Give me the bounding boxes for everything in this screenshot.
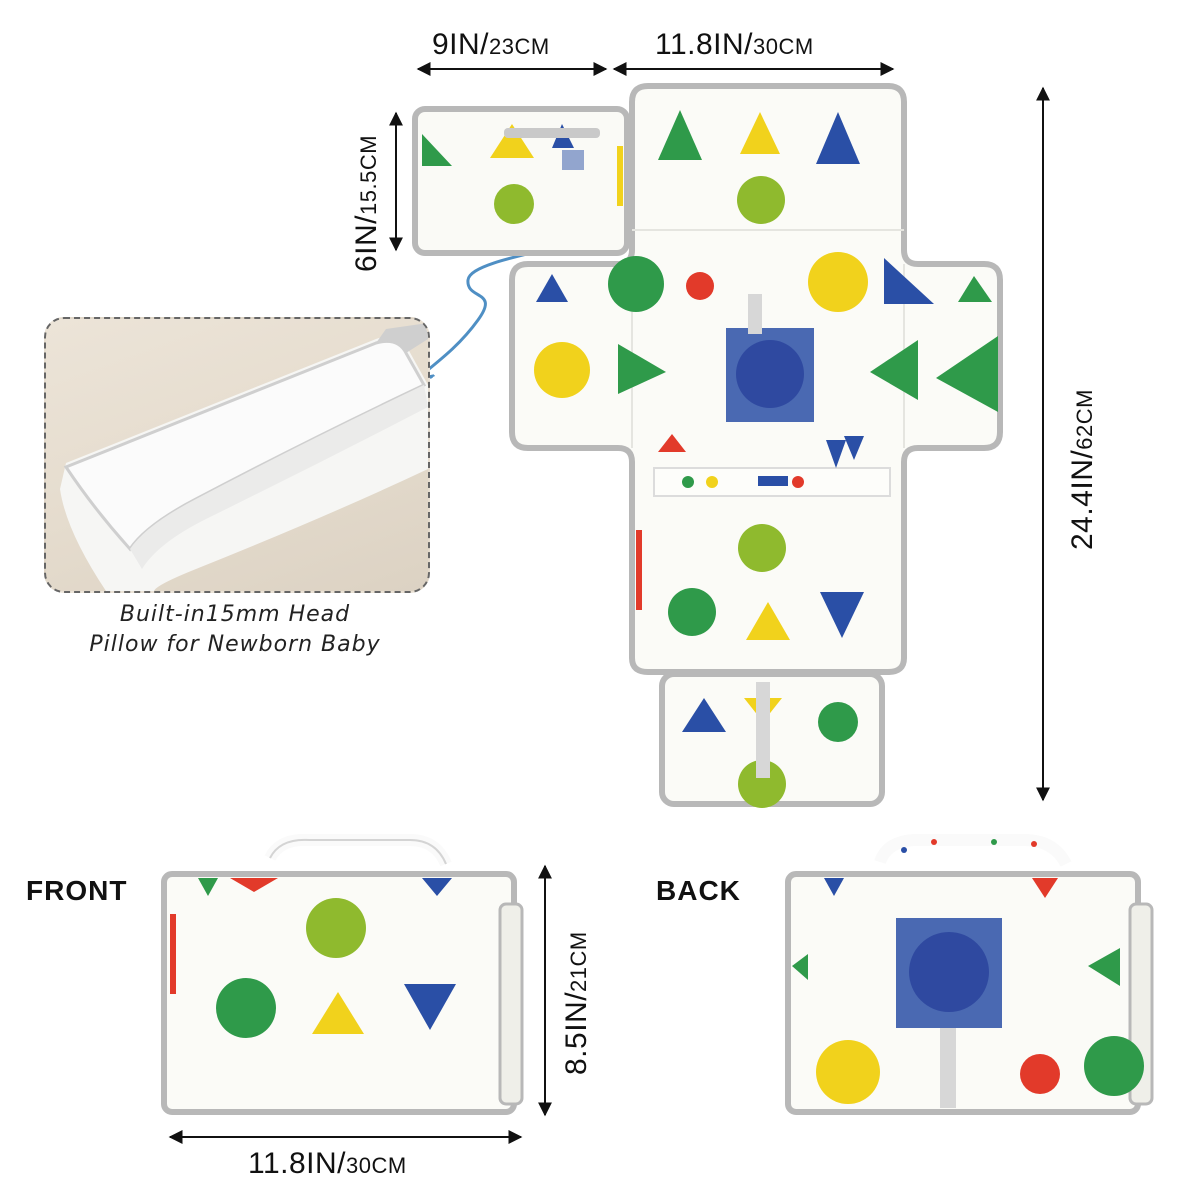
mat-length-label: 24.4IN/62CM (1066, 389, 1099, 550)
head-width-label: 9IN/23CM (432, 28, 550, 61)
folded-mat-back (785, 834, 1154, 1115)
head-height-label: 6IN/15.5CM (350, 134, 383, 272)
folded-mat-front (161, 834, 524, 1115)
back-label: BACK (656, 875, 741, 906)
folded-width-label: 11.8IN/30CM (248, 1147, 407, 1180)
front-label: FRONT (26, 875, 128, 906)
pillow-caption: Built-in15mm Head Pillow for Newborn Bab… (44, 600, 426, 660)
folded-height-label: 8.5IN/21CM (560, 931, 593, 1075)
head-pillow-closeup (44, 317, 430, 593)
pillow-illustration (60, 323, 428, 591)
pillow-caption-line2: Pillow for Newborn Baby (89, 632, 381, 657)
head-pillow-flap (412, 106, 630, 256)
mat-width-label: 11.8IN/30CM (655, 28, 814, 61)
changing-mat-open (509, 83, 1003, 808)
pillow-caption-line1: Built-in15mm Head (119, 602, 351, 627)
